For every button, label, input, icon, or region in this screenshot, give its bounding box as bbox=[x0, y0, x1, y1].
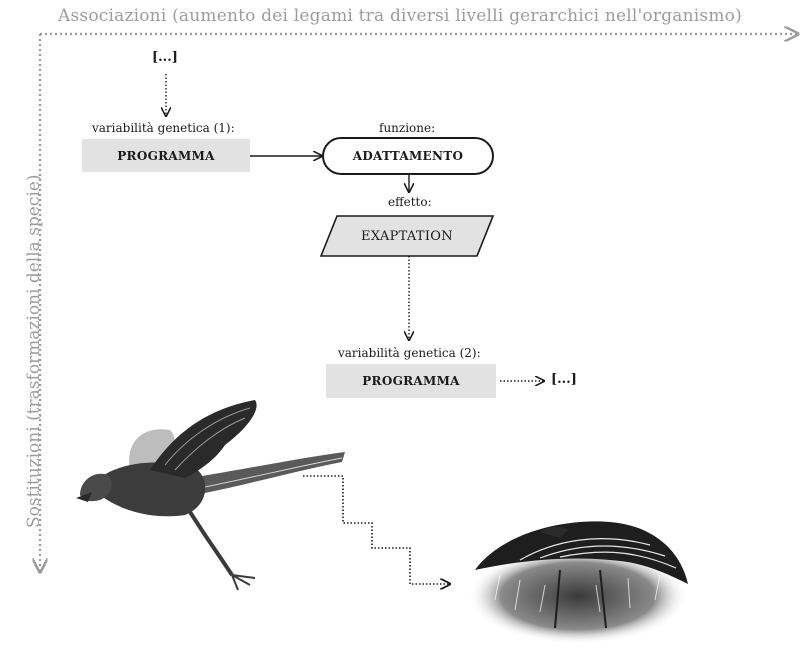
effetto-label: effetto: bbox=[388, 195, 432, 209]
programma-box-2 bbox=[326, 364, 496, 398]
evolution-staircase-path bbox=[303, 475, 450, 584]
stork-illustration bbox=[468, 521, 688, 644]
archaeopteryx-illustration bbox=[76, 400, 345, 591]
start-ellipsis: [...] bbox=[152, 50, 178, 65]
programma-2-label: PROGRAMMA bbox=[362, 374, 460, 388]
end-ellipsis: [...] bbox=[551, 372, 577, 387]
exaptation-label: EXAPTATION bbox=[361, 228, 453, 244]
variabilita-genetica-1-label: variabilità genetica (1): bbox=[92, 121, 235, 135]
funzione-label: funzione: bbox=[379, 121, 436, 135]
exaptation-parallelogram bbox=[319, 215, 495, 257]
associazioni-axis-title: Associazioni (aumento dei legami tra div… bbox=[58, 6, 742, 26]
sostituzioni-axis-title: Sostituzioni (trasformazioni della speci… bbox=[24, 174, 44, 528]
adattamento-label: ADATTAMENTO bbox=[352, 149, 464, 163]
variabilita-genetica-2-label: variabilità genetica (2): bbox=[338, 346, 481, 360]
adattamento-box bbox=[322, 137, 494, 175]
programma-box-1 bbox=[82, 139, 250, 172]
programma-1-label: PROGRAMMA bbox=[117, 148, 215, 163]
